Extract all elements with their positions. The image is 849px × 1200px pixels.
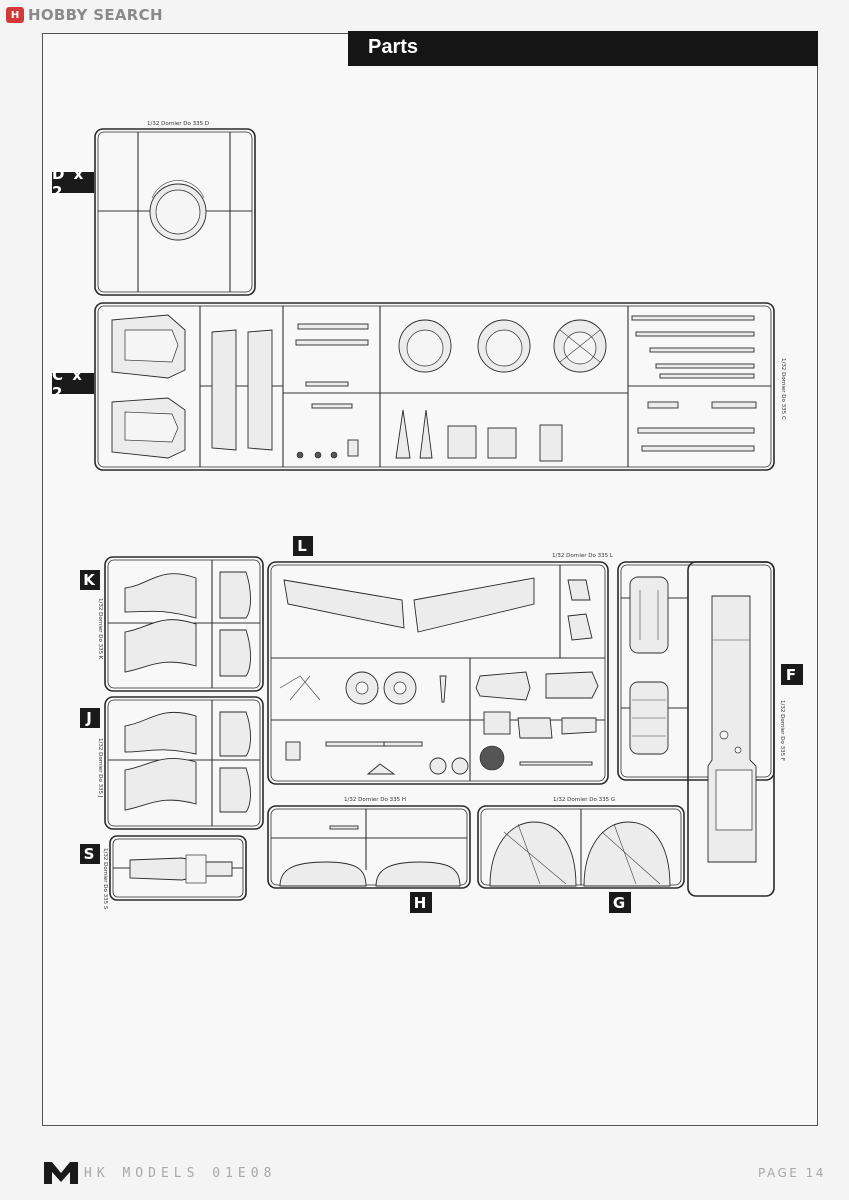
sprue-label-s: S [80, 844, 100, 864]
sprue-g [477, 805, 685, 889]
sprue-caption-k: 1/32 Dornier Do 335 K [97, 598, 103, 660]
sprue-label-g: G [609, 892, 631, 913]
hobby-search-watermark: H HOBBY SEARCH [6, 6, 163, 24]
sprue-label-l: L [293, 536, 313, 556]
sprue-caption-l: 1/32 Dornier Do 335 L [552, 553, 613, 559]
sprue-label-h: H [410, 892, 432, 913]
sprue-d [94, 128, 256, 296]
hk-models-logo [43, 1160, 79, 1191]
sprue-label-c: C x 2 [52, 366, 94, 402]
sprue-j [104, 696, 264, 830]
sprue-label-d: D x 2 [52, 165, 94, 201]
footer-brand: HK MODELS 01E08 [84, 1166, 277, 1181]
sprue-h [267, 805, 471, 889]
sprue-caption-h: 1/32 Dornier Do 335 H [344, 797, 407, 803]
sprue-f [617, 561, 775, 897]
sprue-label-k: K [80, 570, 100, 590]
page-title: Parts [368, 36, 419, 58]
sprue-caption-j: 1/32 Dornier Do 335 J [97, 738, 103, 798]
sprue-caption-d: 1/32 Dornier Do 335 D [147, 121, 210, 127]
sprue-k [104, 556, 264, 692]
sprue-caption-s: 1/32 Dornier Do 335 S [102, 848, 108, 910]
sprue-l [267, 561, 609, 785]
sprue-label-j: J [80, 708, 100, 728]
page-number: PAGE 14 [758, 1166, 826, 1180]
header-bar [348, 31, 818, 66]
watermark-text: HOBBY SEARCH [28, 6, 163, 24]
sprue-caption-c: 1/32 Dornier Do 335 C [780, 358, 786, 420]
sprue-label-f: F [781, 664, 803, 685]
sprue-c [94, 302, 775, 471]
sprue-s [109, 835, 247, 901]
sprue-caption-f: 1/32 Dornier Do 335 F [779, 700, 785, 762]
sprue-caption-g: 1/32 Dornier Do 335 G [553, 797, 616, 803]
hobby-search-logo: H [6, 7, 24, 23]
